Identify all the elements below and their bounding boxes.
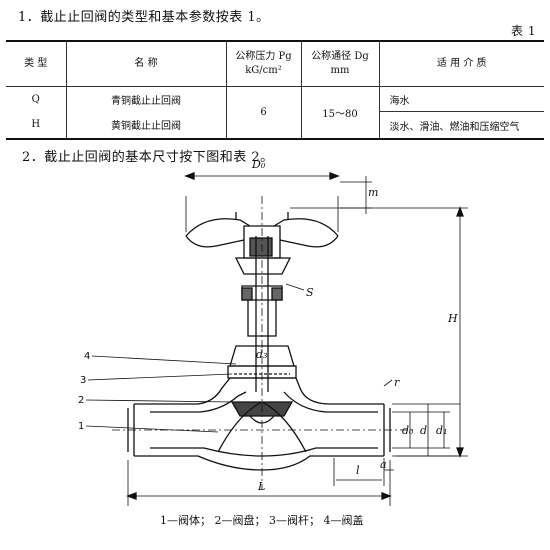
- callout-3: 3: [80, 375, 86, 386]
- section-2-heading: 2．截止止回阀的基本尺寸按下图和表 2。: [22, 150, 274, 165]
- label-m: m: [368, 186, 378, 199]
- parameter-table: 类 型 名 称 公称压力 Pg kG/cm² 公称通径 Dg mm 适 用 介 …: [6, 40, 544, 140]
- cell-media: 海水: [378, 86, 544, 112]
- cell-media: 淡水、滑油、燃油和压缩空气: [378, 111, 544, 140]
- callout-1: 1: [78, 421, 84, 432]
- header-media: 适 用 介 质: [378, 40, 544, 87]
- header-pressure: 公称压力 Pg kG/cm²: [225, 40, 302, 87]
- label-r: r: [394, 376, 400, 389]
- callout-4: 4: [84, 351, 90, 362]
- header-type: 类 型: [6, 40, 67, 87]
- label-d0: d₀: [402, 424, 414, 437]
- cell-type: H: [6, 111, 67, 140]
- cell-pressure: 6: [225, 86, 302, 140]
- table-number: 表 1: [511, 24, 536, 38]
- label-L: L: [257, 480, 265, 493]
- figure-caption: 1—阀体； 2—阀盘； 3—阀杆； 4—阀盖: [160, 514, 364, 527]
- valve-body: [127, 377, 391, 471]
- label-D0: D₀: [251, 158, 266, 171]
- label-H: H: [447, 312, 458, 325]
- label-S: S: [306, 286, 314, 299]
- cell-diameter: 15～80: [300, 86, 380, 140]
- label-d1: d₁: [436, 424, 447, 437]
- cell-name: 青铜截止止回阀: [65, 86, 227, 112]
- label-d3: d₃: [256, 348, 267, 361]
- header-name: 名 称: [65, 40, 227, 87]
- callout-2: 2: [78, 395, 84, 406]
- table-row: H 黄铜截止止回阀 淡水、滑油、燃油和压缩空气: [6, 111, 544, 140]
- cell-type: Q: [6, 86, 67, 112]
- table-header-row: 类 型 名 称 公称压力 Pg kG/cm² 公称通径 Dg mm 适 用 介 …: [6, 40, 544, 87]
- label-a: a: [380, 458, 387, 471]
- cell-name: 黄铜截止止回阀: [65, 111, 227, 140]
- label-l: l: [356, 464, 360, 477]
- label-d: d: [420, 424, 427, 437]
- section-1-heading: 1．截止止回阀的类型和基本参数按表 1。: [18, 10, 270, 25]
- table-row: Q 青铜截止止回阀 6 15～80 海水: [6, 86, 544, 140]
